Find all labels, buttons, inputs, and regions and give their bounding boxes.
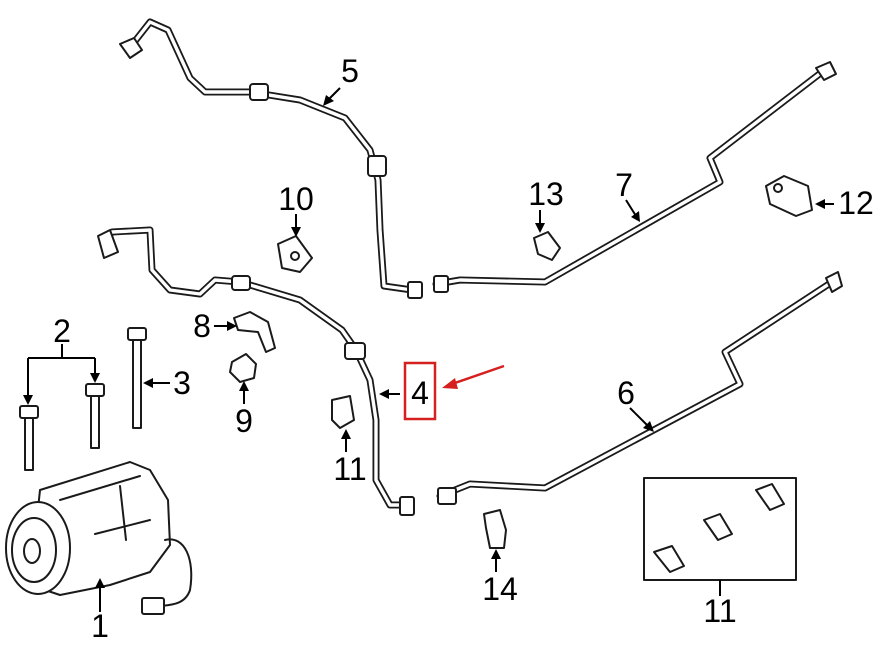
- part-11-clamp-set[interactable]: [643, 477, 797, 581]
- callout-14: 14: [482, 571, 518, 607]
- part-11-clamp[interactable]: [331, 395, 355, 429]
- callout-3: 3: [173, 365, 191, 401]
- part-3-bolt[interactable]: [127, 327, 147, 429]
- callout-13: 13: [528, 176, 564, 212]
- part-5-hose[interactable]: [119, 18, 423, 299]
- callout-12: 12: [838, 185, 874, 221]
- leader-lines: [23, 87, 834, 612]
- callout-7: 7: [615, 167, 633, 203]
- callout-labels: 1 2 3 4 5 6 7 8 9 10 11 11 12 13 14: [53, 53, 874, 644]
- part-7-line[interactable]: [432, 61, 837, 293]
- part-1-compressor[interactable]: [5, 461, 193, 615]
- callout-4: 4: [411, 375, 429, 411]
- callout-5: 5: [341, 53, 359, 89]
- part-2-bolts[interactable]: [19, 383, 105, 471]
- callout-2: 2: [53, 313, 71, 349]
- callout-1: 1: [91, 608, 109, 644]
- callout-11-single: 11: [333, 451, 366, 487]
- part-8-bracket[interactable]: [233, 311, 276, 353]
- part-4-highlight: [403, 361, 505, 421]
- part-14-connector[interactable]: [483, 509, 507, 549]
- part-4-hose[interactable]: [97, 226, 415, 516]
- part-6-line[interactable]: [436, 271, 843, 505]
- callout-10: 10: [278, 181, 314, 217]
- callout-8: 8: [193, 308, 211, 344]
- part-13-clip[interactable]: [533, 231, 561, 261]
- callout-11-set: 11: [703, 593, 736, 629]
- part-9-clip[interactable]: [229, 353, 257, 383]
- callout-6: 6: [617, 375, 635, 411]
- part-12-block[interactable]: [765, 175, 813, 217]
- part-10-clamp[interactable]: [277, 235, 313, 273]
- callout-9: 9: [235, 403, 253, 439]
